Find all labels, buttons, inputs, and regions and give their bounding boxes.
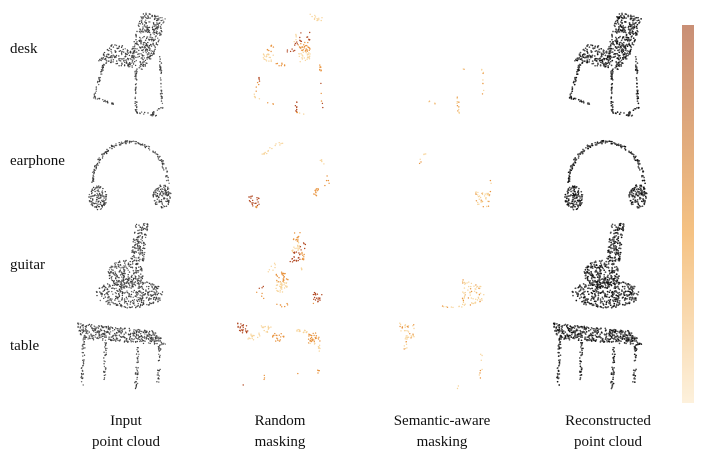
colorbar: [682, 25, 694, 403]
row-label-earphone: earphone: [10, 153, 65, 169]
semantic-masked-cloud-table: [399, 322, 483, 390]
colorbar-gradient: [682, 25, 694, 403]
column-label-input-line1: Input: [110, 413, 142, 429]
input-cloud-table: [77, 322, 166, 390]
reconstructed-cloud-guitar: [571, 222, 640, 309]
column-label-reconstructed-line2: point cloud: [574, 434, 642, 450]
column-label-semantic-line1: Semantic-aware: [393, 413, 491, 429]
column-label-semantic: Semantic-aware masking: [372, 411, 512, 453]
reconstructed-cloud-table: [552, 322, 643, 390]
random-masked-cloud-desk: [253, 13, 324, 115]
semantic-masked-cloud-desk: [428, 68, 485, 114]
column-label-reconstructed: Reconstructed point cloud: [538, 411, 678, 453]
column-label-reconstructed-line1: Reconstructed: [565, 413, 651, 429]
row-label-guitar: guitar: [10, 257, 45, 273]
input-cloud-guitar: [95, 222, 164, 309]
random-masked-cloud-table: [237, 322, 321, 386]
reconstructed-cloud-earphone: [564, 139, 648, 211]
input-cloud-earphone: [88, 140, 172, 211]
semantic-masked-cloud-guitar: [441, 279, 485, 309]
row-label-desk: desk: [10, 41, 38, 57]
random-masked-cloud-earphone: [248, 142, 330, 209]
semantic-masked-cloud-earphone: [418, 153, 492, 208]
column-label-input: Input point cloud: [56, 411, 196, 453]
column-label-random: Random masking: [210, 411, 350, 453]
column-label-input-line2: point cloud: [92, 434, 160, 450]
column-label-semantic-line2: masking: [416, 434, 468, 450]
column-label-random-line1: Random: [254, 413, 306, 429]
input-cloud-desk: [92, 12, 166, 117]
reconstructed-cloud-desk: [568, 12, 642, 117]
row-label-table: table: [10, 338, 40, 354]
random-masked-cloud-guitar: [256, 232, 323, 308]
column-label-random-line2: masking: [254, 434, 306, 450]
